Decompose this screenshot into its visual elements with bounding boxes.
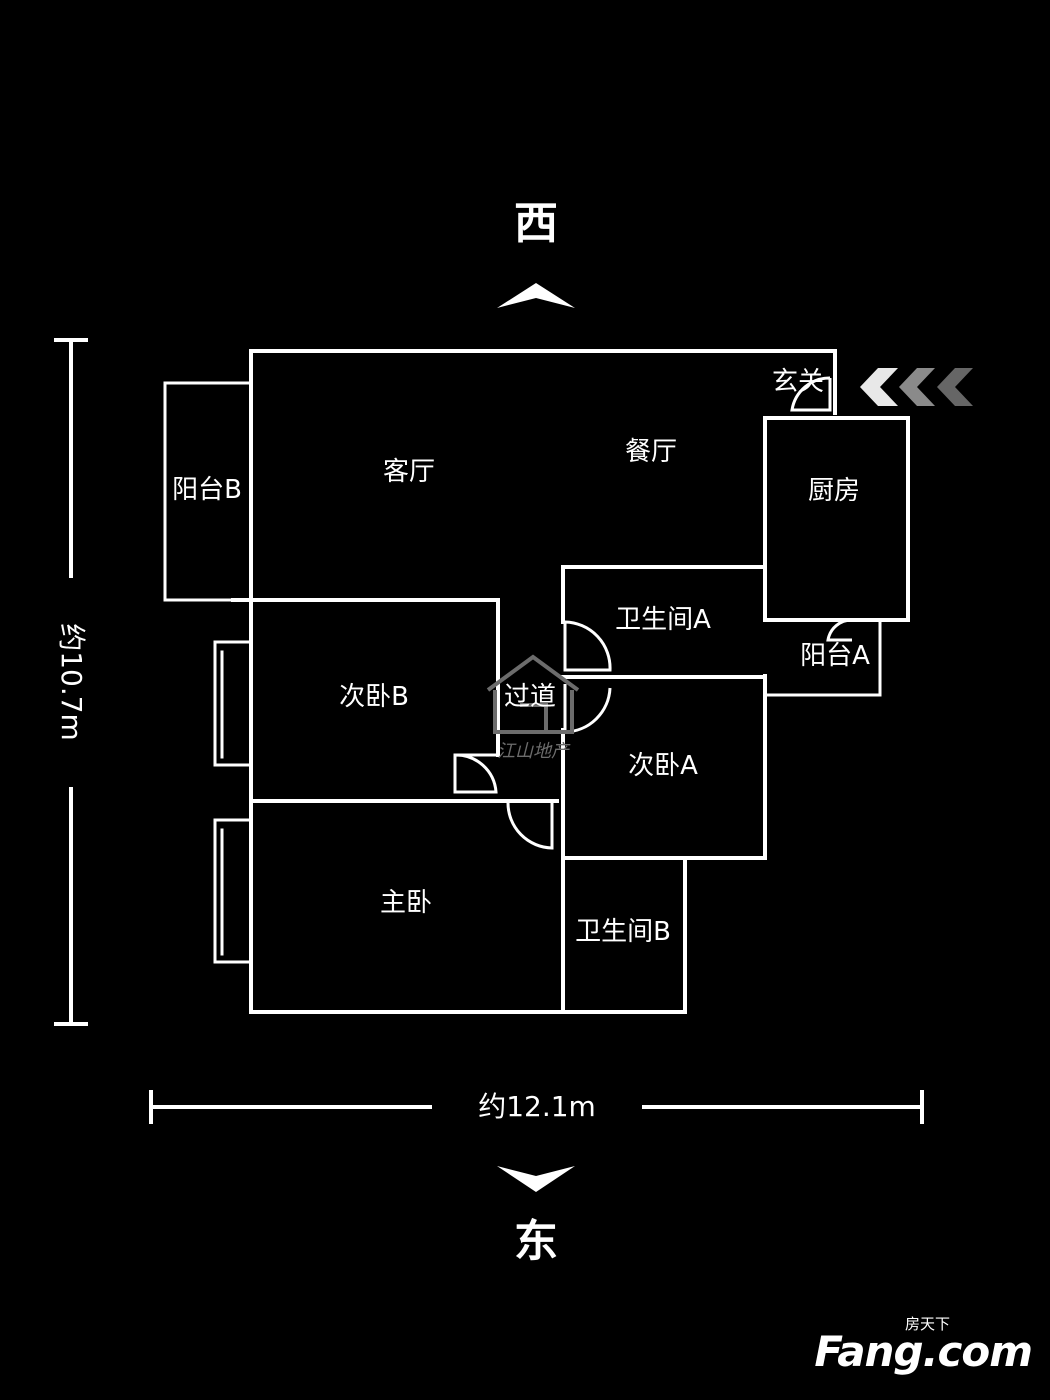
room-entrance: 玄关: [771, 367, 825, 397]
room-bathroom-a: 卫生间A: [615, 605, 711, 635]
width-dimension-label: 约12.1m: [478, 1090, 596, 1123]
site-logo: 房天下 Fang.com: [814, 1315, 1033, 1376]
south-arrow-icon: [497, 1166, 575, 1192]
room-balcony-a: 阳台A: [800, 641, 870, 671]
north-arrow-icon: [497, 283, 575, 308]
window-master: [213, 818, 253, 964]
kitchen-wall: [763, 416, 910, 622]
door-bathroom-a: [563, 620, 612, 672]
outer-wall: [249, 349, 837, 415]
width-dimension-line: [149, 1090, 924, 1124]
compass-east-label: 东: [514, 1216, 558, 1267]
door-entrance: [790, 376, 832, 412]
logo-main-text: Fang.com: [814, 1327, 1033, 1376]
room-corridor: 过道: [503, 682, 557, 712]
room-bathroom-b: 卫生间B: [575, 917, 671, 947]
entrance-chevron-icon: [860, 368, 973, 406]
logo-top-text: 房天下: [904, 1315, 950, 1333]
window-bedroom-b: [213, 640, 253, 767]
door-kitchen: [826, 618, 853, 642]
outer-wall-west: [249, 349, 767, 1014]
room-living: 客厅: [382, 457, 436, 487]
room-second-bedroom-a: 次卧A: [628, 751, 698, 781]
room-balcony-b: 阳台B: [172, 475, 242, 505]
house-icon: [486, 654, 580, 734]
balcony-a-wall: [763, 618, 882, 697]
door-bedroom-b: [453, 753, 498, 794]
watermark-text: 江山地产: [497, 741, 569, 762]
door-master: [506, 802, 554, 850]
room-second-bedroom-b: 次卧B: [339, 682, 409, 712]
compass-west-label: 西: [514, 198, 558, 249]
height-dimension-label: 约10.7m: [55, 623, 88, 741]
room-dining: 餐厅: [624, 437, 678, 467]
balcony-b-wall: [163, 381, 253, 602]
room-master-bedroom: 主卧: [379, 888, 433, 918]
height-dimension-line: [54, 338, 88, 1026]
room-kitchen: 厨房: [807, 476, 861, 506]
